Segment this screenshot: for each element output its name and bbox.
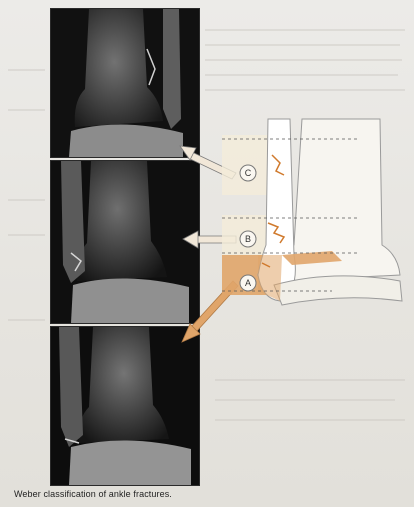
label-a: A [245, 278, 251, 288]
label-b: B [245, 234, 251, 244]
label-c-circle: C [240, 165, 256, 181]
figure-caption: Weber classification of ankle fractures. [14, 489, 172, 499]
label-c: C [245, 168, 252, 178]
label-a-circle: A [240, 275, 256, 291]
label-b-circle: B [240, 231, 256, 247]
ankle-diagram: C B A [222, 105, 412, 340]
